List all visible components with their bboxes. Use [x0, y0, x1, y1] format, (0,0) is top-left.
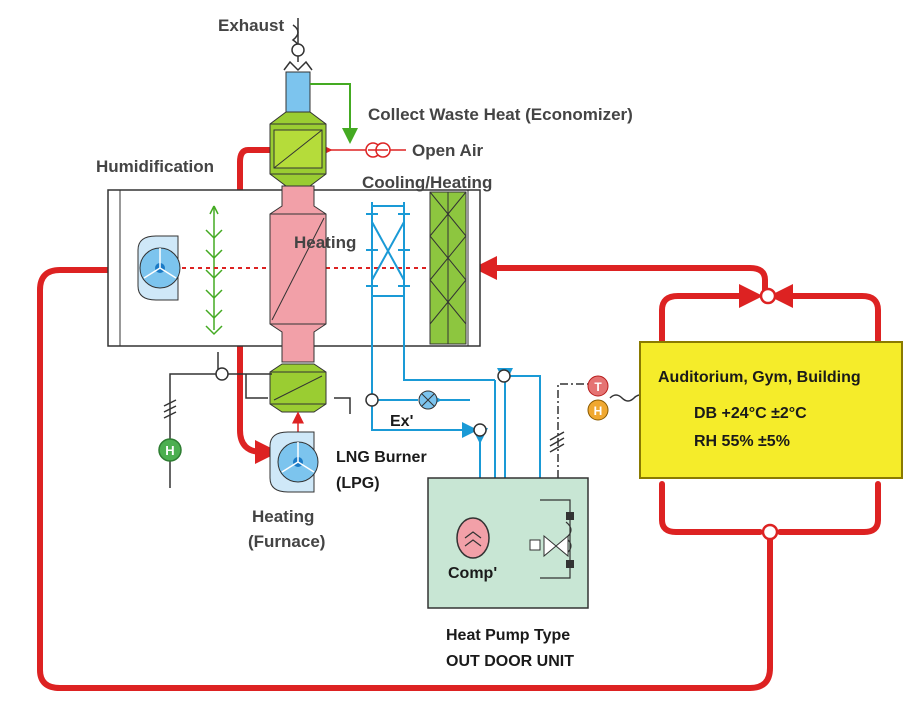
- humidity-sensor: H: [587, 399, 609, 421]
- heating-coil: [269, 185, 327, 363]
- refrigerant-piping: [371, 368, 541, 478]
- air-filter: [429, 191, 467, 345]
- lng-burner-label: LNG Burner: [336, 449, 427, 466]
- supply-duct-loop: [37, 147, 881, 691]
- expansion-valve: [418, 390, 438, 410]
- piping-nodes: [365, 369, 511, 437]
- building-relative-humidity: RH 55% ±5%: [694, 433, 790, 450]
- humidistat-wiring: [163, 352, 351, 488]
- compressor-label: Comp': [448, 565, 497, 582]
- open-air-inlet: [320, 142, 406, 158]
- exhaust-label: Exhaust: [218, 16, 284, 35]
- building-title: Auditorium, Gym, Building: [658, 369, 861, 386]
- outdoor-unit-label: OUT DOOR UNIT: [446, 653, 574, 670]
- furnace-fan: [269, 431, 319, 493]
- humidistat-sensor: H: [158, 438, 182, 462]
- expansion-valve-label: Ex': [390, 413, 413, 430]
- outdoor-unit-type-label: Heat Pump Type: [446, 627, 570, 644]
- economizer: [269, 111, 327, 187]
- heating-coil-label: Heating: [294, 233, 356, 252]
- economizer-label: Collect Waste Heat (Economizer): [368, 105, 633, 124]
- valve-node: [215, 367, 229, 381]
- furnace-heating-label: Heating: [252, 507, 314, 526]
- outdoor-unit: [427, 477, 589, 609]
- temperature-sensor: T: [587, 375, 609, 397]
- svg-text:T: T: [594, 380, 602, 394]
- supply-fan: [137, 235, 181, 301]
- svg-text:H: H: [594, 404, 603, 418]
- economizer-signal: [310, 83, 358, 144]
- building-zone: [639, 341, 903, 479]
- lng-burner: [269, 363, 327, 413]
- furnace-label: (Furnace): [248, 532, 325, 551]
- exhaust-stack: [283, 18, 313, 113]
- lpg-label: (LPG): [336, 475, 380, 492]
- duct-junctions: [759, 287, 779, 541]
- open-air-label: Open Air: [412, 141, 484, 160]
- building-dry-bulb: DB +24°C ±2°C: [694, 405, 807, 422]
- svg-text:H: H: [165, 443, 174, 458]
- cooling-heating-label: Cooling/Heating: [362, 173, 492, 192]
- coil-fins: [366, 213, 410, 287]
- humidification-label: Humidification: [96, 157, 214, 176]
